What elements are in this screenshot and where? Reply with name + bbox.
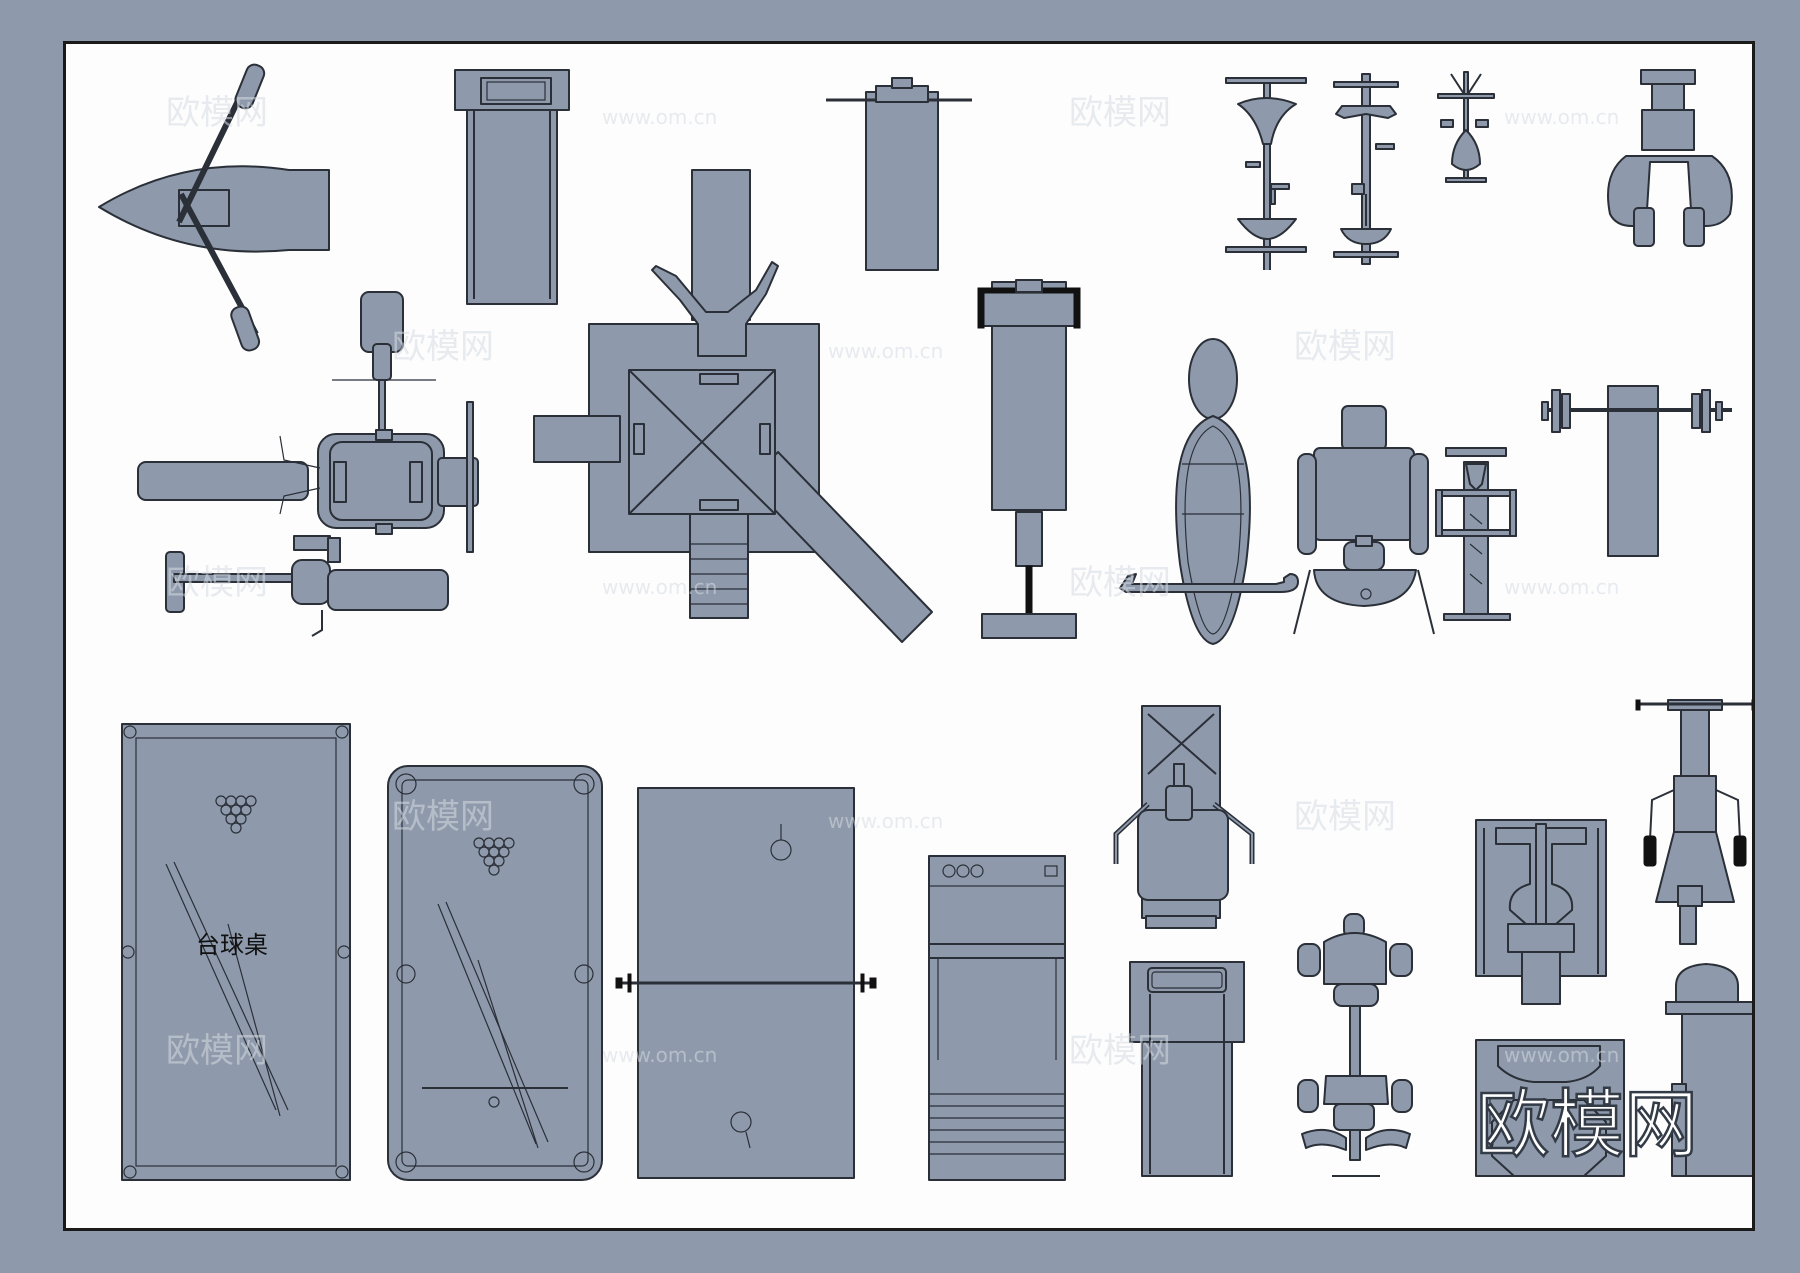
lat-pulldown-machine	[977, 279, 1081, 639]
watermark-text: 欧模网	[166, 93, 268, 133]
dip-station	[1435, 447, 1517, 621]
watermark-url: www.om.cn	[602, 1043, 717, 1067]
pec-fly-machine	[1113, 705, 1255, 929]
watermark-text: 欧模网	[1294, 797, 1396, 837]
stair-climber	[928, 855, 1066, 1181]
watermark-url: www.om.cn	[828, 339, 943, 363]
watermark-text: 欧模网	[1069, 1031, 1171, 1071]
cable-column-machine	[1635, 699, 1752, 945]
watermark-url: www.om.cn	[602, 575, 717, 599]
preacher-curl-bench	[165, 535, 449, 637]
elliptical-trainer-small	[1437, 71, 1495, 183]
watermark-url: www.om.cn	[1504, 575, 1619, 599]
ball-rack-2	[473, 837, 515, 876]
watermark-text: 欧模网	[1069, 563, 1171, 603]
arcade-cabinet	[1475, 1039, 1625, 1177]
chest-press-machine	[1607, 69, 1733, 247]
recumbent-bike	[1297, 913, 1413, 1177]
watermark-layer: 欧模网 www.om.cn 欧模网 www.om.cn 欧模网 www.om.c…	[166, 93, 1619, 1071]
multi-station-gym	[533, 169, 933, 643]
equipment-plan-drawing: 台球桌	[98, 63, 1752, 1181]
barbell-bench	[1541, 385, 1732, 557]
watermark-text: 欧模网	[166, 1031, 268, 1071]
leg-curl-machine	[1475, 819, 1607, 1005]
stationary-bike-upright	[1333, 73, 1399, 265]
dumbbell-press-station	[1225, 77, 1307, 270]
watermark-url: www.om.cn	[1504, 105, 1619, 129]
watermark-url: www.om.cn	[602, 105, 717, 129]
adjustable-bench	[137, 291, 479, 553]
ball-rack-1	[215, 795, 257, 834]
watermark-url: www.om.cn	[828, 809, 943, 833]
treadmill-bottom	[1129, 961, 1245, 1177]
table-tennis-table	[615, 787, 877, 1179]
watermark-url: www.om.cn	[1504, 1043, 1619, 1067]
billiard-table-1: 台球桌	[121, 723, 351, 1181]
elliptical-trainer-long	[1119, 338, 1299, 645]
watermark-text: 欧模网	[392, 797, 494, 837]
leg-press-machine	[826, 77, 972, 271]
ab-crunch-chair	[1293, 405, 1435, 635]
brand-watermark: 欧模网	[1476, 1082, 1698, 1168]
billiard-table-2	[387, 765, 603, 1181]
watermark-text: 欧模网	[392, 327, 494, 367]
rowing-boat	[98, 63, 330, 352]
billiard-table-label: 台球桌	[196, 931, 268, 959]
watermark-text: 欧模网	[166, 563, 268, 603]
watermark-text: 欧模网	[1069, 93, 1171, 133]
watermark-text: 欧模网	[1294, 327, 1396, 367]
treadmill-top	[454, 69, 570, 305]
drawing-sheet: 台球桌	[63, 41, 1755, 1231]
massage-chair-booth	[1665, 963, 1752, 1177]
